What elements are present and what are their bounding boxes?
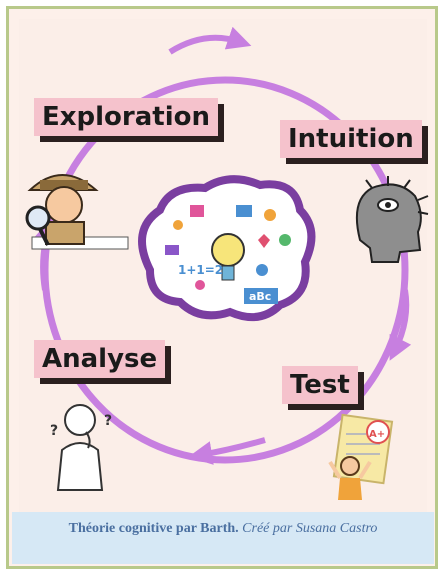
intuition-head-illustration: [356, 176, 429, 263]
brain-illustration: 1+1=2 aBc: [138, 175, 316, 322]
test-student-illustration: A+: [328, 413, 394, 500]
cycle-arrow-right: [389, 289, 412, 361]
caption: Théorie cognitive par Barth. Créé par Su…: [12, 512, 434, 564]
stage-label-exploration: Exploration: [34, 98, 218, 136]
stage-label-intuition: Intuition: [280, 120, 422, 158]
cycle-arrow-top: [168, 26, 252, 55]
caption-credit: Créé par Susana Castro: [242, 521, 378, 536]
grade-text: A+: [369, 429, 385, 440]
brain-math-text: 1+1=2: [178, 263, 223, 277]
stage-label-analyse: Analyse: [34, 340, 166, 378]
caption-title: Théorie cognitive par Barth.: [68, 521, 239, 536]
cycle-arrow-bottom: [188, 437, 266, 465]
explorer-illustration: [25, 174, 129, 250]
thinker-illustration: ? ?: [50, 404, 112, 491]
question-mark-icon: ?: [104, 413, 112, 429]
stage-label-test: Test: [282, 366, 358, 404]
brain-abc-text: aBc: [249, 290, 271, 303]
question-mark-icon: ?: [50, 423, 58, 439]
